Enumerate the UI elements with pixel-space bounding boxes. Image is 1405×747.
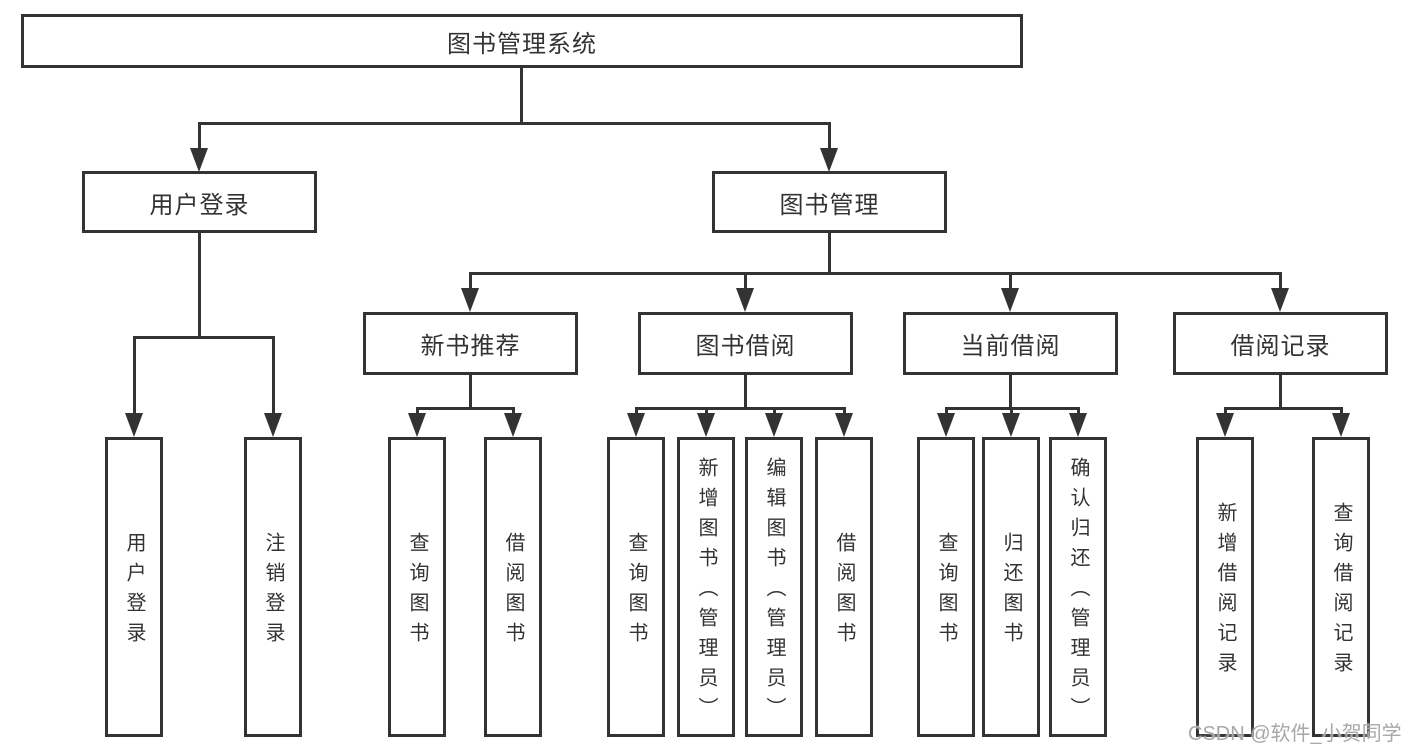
connector-line-user-login-branch: [133, 336, 275, 339]
node-new-book-recommend: 新书推荐: [363, 312, 578, 375]
leaf-logout: 注销登录: [244, 437, 302, 737]
leaf-query-borrow-record: 查询借阅记录: [1312, 437, 1370, 737]
arrowhead-icon: [736, 288, 754, 312]
arrowhead-icon: [1069, 413, 1087, 437]
connector-line: [828, 122, 831, 150]
arrowhead-icon: [461, 288, 479, 312]
connector-line: [635, 407, 638, 415]
arrowhead-icon: [504, 413, 522, 437]
connector-line: [744, 272, 747, 290]
leaf-label: 编辑图书（管理员）: [763, 457, 785, 727]
arrowhead-icon: [1216, 413, 1234, 437]
leaf-return-books: 归还图书: [982, 437, 1040, 737]
leaf-label: 查询图书: [625, 532, 647, 652]
leaf-add-borrow-record: 新增借阅记录: [1196, 437, 1254, 737]
connector-line-book-borrow-branch: [635, 407, 846, 410]
node-book-borrow: 图书借阅: [638, 312, 853, 375]
connector-line: [705, 407, 708, 415]
connector-line-book-mgmt-stem: [828, 233, 831, 272]
node-user-login: 用户登录: [82, 171, 317, 233]
node-current-borrow: 当前借阅: [903, 312, 1118, 375]
connector-line: [1224, 407, 1227, 415]
connector-line: [1009, 375, 1012, 407]
connector-line: [1279, 272, 1282, 290]
leaf-query-books-recommend: 查询图书: [388, 437, 446, 737]
connector-line-new-book-branch: [416, 407, 515, 410]
node-root: 图书管理系统: [21, 14, 1023, 68]
leaf-label: 借阅图书: [833, 532, 855, 652]
arrowhead-icon: [1271, 288, 1289, 312]
leaf-label: 归还图书: [1000, 532, 1022, 652]
arrowhead-icon: [627, 413, 645, 437]
connector-line-root-stem: [520, 68, 523, 122]
connector-line: [744, 375, 747, 407]
arrowhead-icon: [1002, 413, 1020, 437]
connector-line: [773, 407, 776, 415]
leaf-query-books-borrow: 查询图书: [607, 437, 665, 737]
connector-line: [469, 375, 472, 407]
leaf-query-books-current: 查询图书: [917, 437, 975, 737]
connector-line: [133, 336, 136, 415]
arrowhead-icon: [697, 413, 715, 437]
arrowhead-icon: [765, 413, 783, 437]
leaf-borrow-books: 借阅图书: [815, 437, 873, 737]
arrowhead-icon: [820, 148, 838, 172]
arrowhead-icon: [190, 148, 208, 172]
arrowhead-icon: [1001, 288, 1019, 312]
leaf-label: 注销登录: [262, 532, 284, 652]
connector-line-level2-branch: [198, 122, 831, 125]
leaf-label: 用户登录: [123, 532, 145, 652]
connector-line: [843, 407, 846, 415]
leaf-label: 查询图书: [935, 532, 957, 652]
connector-line-user-login-stem: [198, 233, 201, 336]
node-borrow-records: 借阅记录: [1173, 312, 1388, 375]
connector-line: [945, 407, 948, 415]
arrowhead-icon: [937, 413, 955, 437]
arrowhead-icon: [835, 413, 853, 437]
connector-line-borrow-record-branch: [1224, 407, 1343, 410]
leaf-label: 借阅图书: [502, 532, 524, 652]
arrowhead-icon: [408, 413, 426, 437]
arrowhead-icon: [264, 413, 282, 437]
connector-line: [1009, 272, 1012, 290]
leaf-label: 新增借阅记录: [1214, 502, 1236, 682]
connector-line-book-mgmt-branch: [469, 272, 1282, 275]
connector-line: [1279, 375, 1282, 407]
watermark: CSDN @软件_小贺同学: [1188, 723, 1402, 745]
leaf-confirm-return-admin: 确认归还（管理员）: [1049, 437, 1107, 737]
leaf-label: 确认归还（管理员）: [1067, 457, 1089, 727]
connector-line: [416, 407, 419, 415]
connector-line-current-borrow-branch: [945, 407, 1080, 410]
connector-line: [1340, 407, 1343, 415]
connector-line: [198, 122, 201, 150]
leaf-add-books-admin: 新增图书（管理员）: [677, 437, 735, 737]
connector-line: [1010, 407, 1013, 415]
connector-line: [272, 336, 275, 415]
connector-line: [1077, 407, 1080, 415]
connector-line: [512, 407, 515, 415]
leaf-label: 新增图书（管理员）: [695, 457, 717, 727]
connector-line: [469, 272, 472, 290]
leaf-borrow-books-recommend: 借阅图书: [484, 437, 542, 737]
arrowhead-icon: [125, 413, 143, 437]
leaf-label: 查询借阅记录: [1330, 502, 1352, 682]
arrowhead-icon: [1332, 413, 1350, 437]
leaf-label: 查询图书: [406, 532, 428, 652]
leaf-user-login: 用户登录: [105, 437, 163, 737]
node-book-management: 图书管理: [712, 171, 947, 233]
leaf-edit-books-admin: 编辑图书（管理员）: [745, 437, 803, 737]
